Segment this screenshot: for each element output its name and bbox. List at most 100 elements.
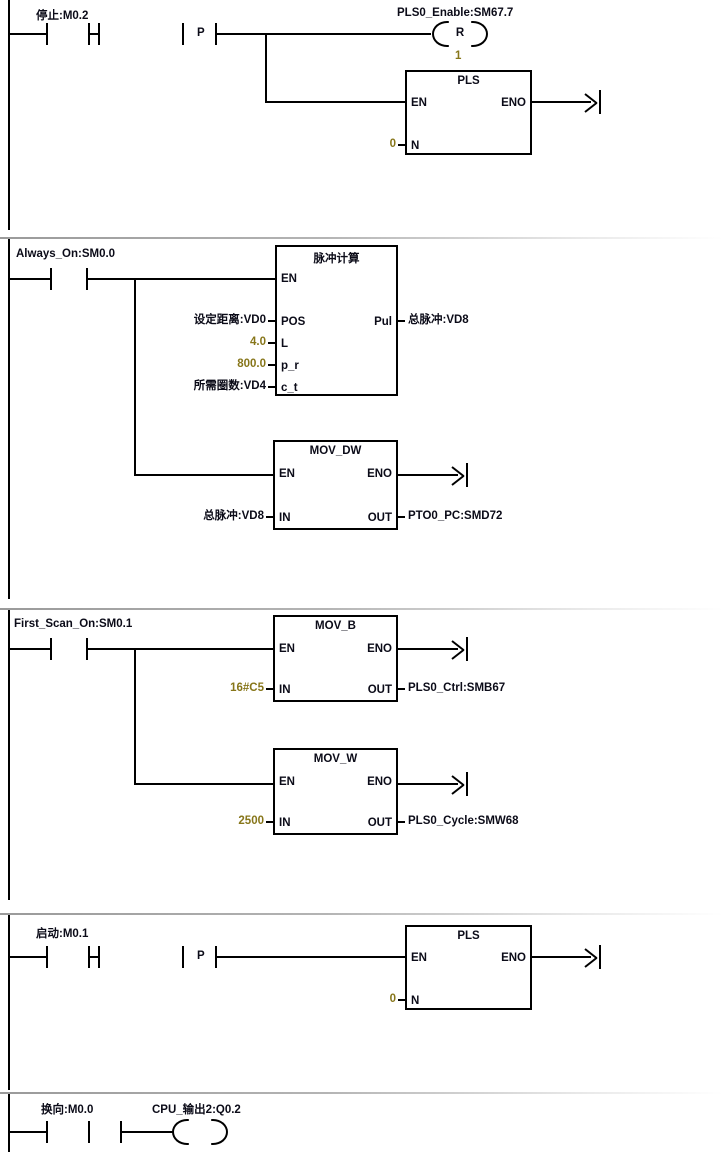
network-separator-2	[0, 608, 723, 610]
network-5-output-coil[interactable]	[172, 1119, 228, 1145]
network-1-contact-1[interactable]	[46, 23, 90, 45]
network-1-coil-reset[interactable]: R	[432, 21, 488, 47]
network-3-mov-b-title: MOV_B	[315, 620, 356, 632]
network-2-mov-dw-in-value: 总脉冲:VD8	[203, 510, 264, 522]
network-5-contact-1-label: 换向:M0.0	[41, 1104, 94, 1116]
network-4-rung-seg-2	[88, 956, 100, 958]
network-2-ct-stub	[268, 386, 275, 388]
eno-arrow-lower	[451, 783, 465, 795]
network-4-eno-wire	[531, 956, 591, 958]
network-3-mov-w-eno-terminator	[451, 772, 468, 796]
network-3-mov-w-pin-out: OUT	[367, 817, 392, 829]
network-1-p-contact[interactable]	[215, 23, 263, 45]
network-2-pulse-calc-pin-en: EN	[281, 273, 297, 285]
network-3-branch-to-movw-en	[134, 783, 275, 785]
network-2-pulse-calc-pin-l: L	[281, 338, 289, 350]
network-5-contact-1[interactable]	[46, 1121, 90, 1143]
network-1-eno-terminator	[584, 90, 601, 114]
network-1-pls-box[interactable]: PLS EN N ENO	[405, 70, 532, 155]
network-2-l-value: 4.0	[250, 336, 266, 348]
network-2-contact-1[interactable]	[50, 268, 88, 290]
contact-bar-right	[182, 946, 184, 968]
contact-bar-left	[46, 946, 48, 968]
network-2-pulse-calc-box[interactable]: 脉冲计算 EN POS L p_r c_t Pul	[275, 245, 398, 396]
network-4-left-rail	[8, 915, 10, 1090]
contact-bar-right	[88, 1121, 90, 1143]
network-2-mov-dw-pin-out: OUT	[367, 512, 392, 524]
network-3-contact-1-label: First_Scan_On:SM0.1	[14, 618, 133, 630]
network-3-mov-b-pin-eno: ENO	[367, 643, 392, 655]
network-3-mov-w-in-value: 2500	[238, 815, 264, 827]
network-2-mov-dw-out-stub	[398, 516, 405, 518]
contact-bar-left	[46, 23, 48, 45]
network-2-branch-vertical	[134, 278, 136, 476]
network-3-mov-b-pin-in: IN	[279, 684, 291, 696]
eno-arrow-bar	[599, 90, 601, 114]
network-4-pls-box[interactable]: PLS EN N ENO	[405, 925, 532, 1010]
network-3-mov-b-eno-wire	[398, 648, 458, 650]
network-3-contact-1[interactable]	[50, 638, 88, 660]
network-3-left-rail	[8, 610, 10, 900]
network-3-mov-b-out-stub	[398, 688, 405, 690]
network-2-pos-value: 设定距离:VD0	[193, 314, 266, 326]
network-3-mov-w-in-stub	[266, 821, 273, 823]
network-2-pulse-calc-pin-ct: c_t	[281, 382, 298, 394]
network-1-coil-label: PLS0_Enable:SM67.7	[397, 7, 514, 19]
contact-bar-left	[98, 946, 100, 968]
eno-arrow-lower	[584, 956, 598, 968]
network-2-l-stub	[268, 342, 275, 344]
eno-arrow-bar	[466, 772, 468, 796]
network-2-mov-dw-box[interactable]: MOV_DW EN IN ENO OUT	[273, 440, 398, 530]
network-1-left-rail	[8, 0, 10, 230]
network-2-rung-seg-2	[86, 278, 277, 280]
network-2-left-rail	[8, 239, 10, 599]
network-2-pul-value: 总脉冲:VD8	[408, 314, 469, 326]
network-1-rung-seg-1	[8, 33, 48, 35]
network-3-mov-w-eno-wire	[398, 783, 458, 785]
eno-arrow-bar	[599, 945, 601, 969]
network-4-rung-seg-3	[217, 956, 407, 958]
network-3-mov-w-out-value: PLS0_Cycle:SMW68	[408, 815, 519, 827]
network-4-p-contact-label: P	[197, 950, 205, 962]
network-4-contact-1[interactable]	[46, 946, 90, 968]
contact-bar-left	[215, 946, 217, 968]
network-3-branch-vertical	[134, 648, 136, 785]
network-1-eno-wire	[531, 101, 591, 103]
contact-bar-right	[182, 23, 184, 45]
network-1-rung-seg-3	[217, 33, 431, 35]
network-3-mov-w-pin-eno: ENO	[367, 776, 392, 788]
eno-arrow-lower	[451, 648, 465, 660]
network-5-rung-seg-2	[120, 1131, 174, 1133]
network-separator-1	[0, 237, 723, 239]
network-2-mov-dw-in-stub	[266, 516, 273, 518]
contact-bar-left	[98, 23, 100, 45]
network-4-contact-2[interactable]	[98, 946, 184, 968]
network-3-rung-seg-1	[8, 648, 52, 650]
network-4-p-contact[interactable]	[215, 946, 263, 968]
coil-right-paren	[211, 1119, 228, 1145]
network-4-pls-pin-n: N	[411, 995, 420, 1007]
network-separator-4	[0, 1092, 723, 1094]
network-3-mov-w-pin-en: EN	[279, 776, 295, 788]
network-2-pulse-calc-pin-pul: Pul	[374, 316, 392, 328]
network-5-coil-label: CPU_输出2:Q0.2	[152, 1104, 241, 1116]
network-2-pulse-calc-pin-pos: POS	[281, 316, 306, 328]
network-3-rung-seg-2	[86, 648, 275, 650]
network-2-mov-dw-out-value: PTO0_PC:SMD72	[408, 510, 503, 522]
network-1-contact-2[interactable]	[98, 23, 184, 45]
eno-arrow-bar	[466, 637, 468, 661]
network-5-rung-seg-1	[8, 1131, 48, 1133]
network-2-contact-1-label: Always_On:SM0.0	[16, 248, 116, 260]
network-2-rung-seg-1	[8, 278, 52, 280]
network-3-mov-w-box[interactable]: MOV_W EN IN ENO OUT	[273, 748, 398, 835]
network-1-coil-operand: 1	[455, 50, 462, 62]
network-1-branch-to-en	[265, 101, 407, 103]
contact-bar-left	[50, 268, 52, 290]
eno-arrow-lower	[451, 474, 465, 486]
network-4-pls-n-stub	[398, 999, 405, 1001]
network-3-mov-b-pin-out: OUT	[367, 684, 392, 696]
network-2-pulse-calc-title: 脉冲计算	[313, 253, 360, 265]
eno-arrow-bar	[466, 463, 468, 487]
network-3-mov-b-box[interactable]: MOV_B EN IN ENO OUT	[273, 615, 398, 702]
